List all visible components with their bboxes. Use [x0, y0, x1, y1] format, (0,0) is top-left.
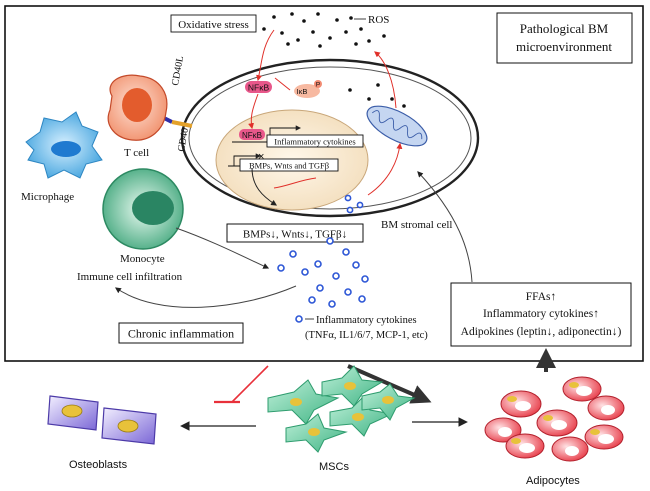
adipocyte-lipid-droplets	[498, 386, 615, 456]
nfkb-cytoplasmic	[245, 81, 272, 93]
mitochondria-icon	[366, 105, 428, 147]
adipocyte-cluster-icon	[484, 376, 625, 462]
nfkb-nuclear	[239, 129, 265, 140]
monocyte-label: Monocyte	[120, 253, 165, 265]
intracellular-ros-dots	[348, 83, 406, 108]
inflammatory-cytokines-gene	[266, 134, 364, 148]
cd40-label: CD40	[176, 127, 191, 152]
bmps-down-label: BMPs↓, Wnts↓, TGFβ↓	[243, 229, 347, 241]
extracellular-cytokines	[277, 237, 369, 308]
red-signal-arrows	[248, 29, 403, 196]
t-cell-icon	[107, 74, 168, 141]
msc-cells-icon	[267, 365, 416, 453]
inflammatory-cytokines-gene-label: Inflammatory cytokines	[274, 137, 355, 147]
inflammatory-cytokines-label: Inflammatory cytokines	[316, 315, 417, 326]
oxidative-stress-label: Oxidative stress	[178, 19, 249, 31]
ros-dots	[262, 12, 386, 48]
osteoblasts-label: Osteoblasts	[69, 459, 128, 471]
adipocyte-nuclei	[507, 382, 600, 444]
pathological-title-line2: microenvironment	[516, 39, 612, 54]
mscs-label: MSCs	[319, 461, 349, 473]
monocyte-icon	[102, 168, 184, 250]
pathological-title-line1: Pathological BM	[520, 21, 609, 36]
microenvironment-frame	[4, 5, 644, 362]
adipocytes-label: Adipocytes	[526, 475, 580, 487]
adipocyte-secretion-box	[450, 282, 632, 347]
adipokines-label: Adipokines (leptin↓, adiponectin↓)	[461, 326, 622, 338]
cd40l-label: CD40L	[170, 55, 186, 86]
ikb-label: IκB	[297, 87, 308, 96]
pathological-box	[496, 12, 633, 64]
ikb-phospho-label: P	[316, 82, 320, 89]
ros-label: ROS	[368, 14, 389, 26]
osteoblast-icon	[47, 395, 157, 445]
microphage-label: Microphage	[21, 191, 74, 203]
bmps-gene	[239, 158, 339, 172]
chronic-inflammation-label: Chronic inflammation	[128, 327, 234, 341]
immune-infiltration-label: Immune cell infiltration	[77, 271, 183, 283]
secreted-cytokines-in-cell	[344, 194, 364, 214]
chronic-inflammation-box	[118, 322, 244, 344]
msc-nuclei	[290, 382, 394, 436]
bm-stromal-cell-label: BM stromal cell	[381, 219, 453, 231]
oxidative-stress-box	[170, 14, 257, 33]
inflammatory-cytokines-up-label: Inflammatory cytokines↑	[483, 308, 599, 320]
gene-block-cross-icon: ×	[258, 151, 264, 163]
bmps-gene-label: BMPs, Wnts and TGFβ	[249, 161, 329, 171]
t-cell-label: T cell	[124, 147, 149, 159]
ikb-p-complex	[294, 84, 320, 98]
ffas-label: FFAs↑	[526, 291, 556, 303]
nfkb-cytoplasmic-label: NFκB	[248, 83, 270, 93]
macrophage-icon	[25, 111, 103, 179]
inflammatory-cytokines-list: (TNFα, IL1/6/7, MCP-1, etc)	[305, 330, 428, 341]
nfkb-nuclear-label: NFκB	[242, 131, 262, 140]
